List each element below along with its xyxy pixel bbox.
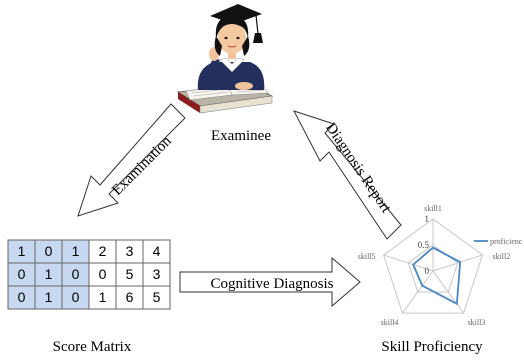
radar-spoke xyxy=(402,270,434,314)
radar-tick-label: 0 xyxy=(425,266,430,276)
score-cell-value: 5 xyxy=(126,266,134,282)
radar-axis-label: skill5 xyxy=(358,252,376,261)
skill-proficiency-label: Skill Proficiency xyxy=(381,339,483,355)
radar-tick-label: 1 xyxy=(425,214,430,224)
score-cell-value: 0 xyxy=(72,289,80,305)
score-cell xyxy=(142,285,171,310)
radar-axis-label: skill3 xyxy=(468,318,486,327)
score-cell-value: 0 xyxy=(99,266,107,282)
score-cell-value: 0 xyxy=(72,266,80,282)
legend-label: proficienc xyxy=(490,237,523,246)
cognitive-diagnosis-arrow-label: Cognitive Diagnosis xyxy=(211,276,334,292)
diagnosis-report-arrow: Diagnosis Report xyxy=(292,110,402,240)
examinee-illustration xyxy=(176,4,274,114)
score-matrix: 1 0 1 2 3 4 0 1 0 0 5 3 0 1 0 1 6 5 xyxy=(7,239,171,310)
radar-grid-ring xyxy=(382,218,484,314)
proficiency-series xyxy=(412,246,462,306)
score-cell-value: 1 xyxy=(18,243,26,259)
score-cell-value: 3 xyxy=(126,243,134,259)
radar-axis-label: skill2 xyxy=(492,252,510,261)
score-cell-value: 4 xyxy=(153,243,161,259)
score-cell-value: 2 xyxy=(99,243,107,259)
diagnosis-report-arrow-label: Diagnosis Report xyxy=(322,120,394,216)
radar-spoke xyxy=(383,254,434,272)
score-matrix-label: Score Matrix xyxy=(53,339,132,355)
examinee-label: Examinee xyxy=(211,128,271,144)
radar-spoke xyxy=(432,270,464,314)
skill-radar-chart: 1 0.5 0 skill1 skill2 skill3 skill4 skill5 profi… xyxy=(358,204,523,327)
score-cell-value: 1 xyxy=(45,266,53,282)
score-cell-value: 1 xyxy=(72,243,80,259)
score-cell-value: 0 xyxy=(18,266,26,282)
score-cell-value: 0 xyxy=(45,243,53,259)
radar-axis-label: skill1 xyxy=(424,204,442,213)
radar-spoke xyxy=(432,254,483,272)
radar-tick-label: 0.5 xyxy=(418,240,430,250)
score-cell-value: 0 xyxy=(18,289,26,305)
score-cell-value: 6 xyxy=(126,289,134,305)
score-cell-value: 5 xyxy=(153,289,161,305)
examination-arrow: Examination xyxy=(77,103,186,217)
radar-axis-label: skill4 xyxy=(381,318,399,327)
cognitive-diagnosis-arrow: Cognitive Diagnosis xyxy=(179,256,361,308)
score-cell-value: 1 xyxy=(99,289,107,305)
score-cell-value: 1 xyxy=(45,289,53,305)
score-cell-value: 3 xyxy=(153,266,161,282)
